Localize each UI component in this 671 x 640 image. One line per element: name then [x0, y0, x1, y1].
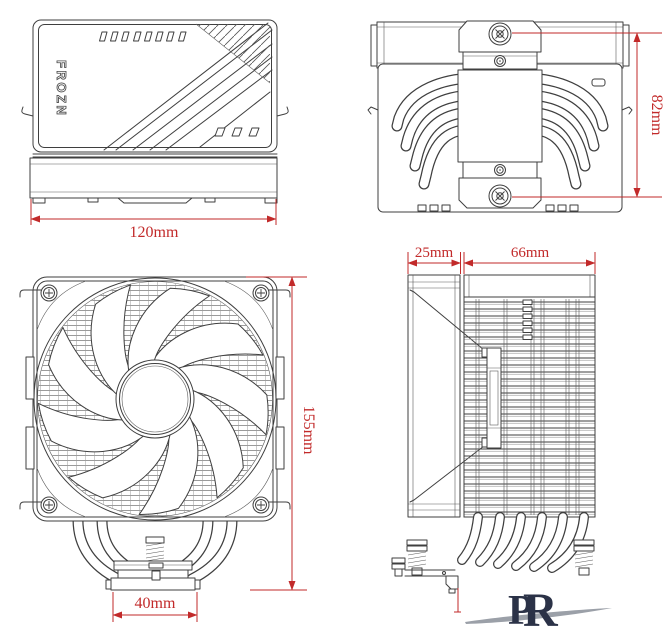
side-heatpipes	[462, 517, 584, 568]
dimension-82mm: 82mm	[512, 32, 665, 198]
dimension-25mm: 25mm	[407, 245, 461, 274]
dimension-label-82mm: 82mm	[648, 95, 665, 136]
center-tower	[457, 69, 543, 163]
bottom-bracket	[458, 161, 542, 209]
clip-groove	[481, 347, 502, 449]
logo-letter-p: P	[508, 588, 534, 634]
cooler-base	[105, 536, 201, 591]
fin-stack-edge	[29, 153, 278, 204]
dimension-label-66mm: 66mm	[511, 245, 550, 261]
fan-top-cover: FROZN	[21, 19, 289, 153]
top-bracket	[458, 20, 542, 70]
spring-screw-right	[573, 539, 595, 576]
mounting-hardware	[391, 539, 595, 613]
fan-clip-left	[21, 106, 34, 117]
dimension-label-25mm: 25mm	[415, 245, 454, 261]
bracket-end-left	[391, 557, 406, 577]
dimension-155mm: 155mm	[246, 276, 317, 591]
bracket-screw-bottom	[494, 164, 506, 176]
fan-clip-right	[276, 106, 289, 117]
dimension-120mm: 120mm	[30, 199, 277, 241]
cover-diagonal-accents	[103, 22, 273, 151]
centerline-mark	[454, 588, 461, 613]
view-front-fan: 155mm 40mm	[19, 270, 317, 622]
corner-slot-row	[214, 127, 260, 137]
mount-screw-bottom	[488, 184, 512, 208]
fan-logo-text: FROZN	[54, 60, 69, 117]
logo-letter-r: R	[523, 584, 559, 637]
logo-swoosh	[465, 608, 612, 624]
fan-screw-top-right	[252, 284, 270, 302]
side-fin-stack	[463, 274, 596, 518]
frame-clip-left	[367, 106, 379, 115]
view-top-heatpipes: 82mm	[367, 20, 665, 213]
clip-serrations	[522, 299, 533, 340]
mounting-arm	[404, 569, 459, 594]
fan-screw-top-left	[40, 284, 58, 302]
dimension-label-155mm: 155mm	[300, 406, 317, 455]
frame-clip-right	[621, 106, 633, 115]
view-side: 25mm 66mm	[391, 245, 596, 613]
spring-screw-head	[145, 536, 165, 544]
mount-screw-top	[488, 22, 512, 46]
dimension-label-40mm: 40mm	[135, 595, 176, 612]
side-fan	[407, 274, 485, 518]
fan-impeller	[27, 270, 287, 531]
fan-hub	[115, 359, 195, 439]
dimension-label-120mm: 120mm	[130, 224, 179, 241]
brand-watermark: P R	[465, 584, 612, 637]
frame-bottom-slots	[417, 204, 579, 212]
view-top-with-fan: FROZN 120mm	[21, 19, 289, 241]
dimension-40mm: 40mm	[112, 592, 198, 622]
dimension-66mm: 66mm	[463, 245, 596, 274]
fan-screw-bottom-left	[40, 496, 58, 514]
bracket-screw-top	[494, 55, 506, 67]
spring-screw-left	[406, 539, 428, 576]
fan-screw-bottom-right	[252, 496, 270, 514]
